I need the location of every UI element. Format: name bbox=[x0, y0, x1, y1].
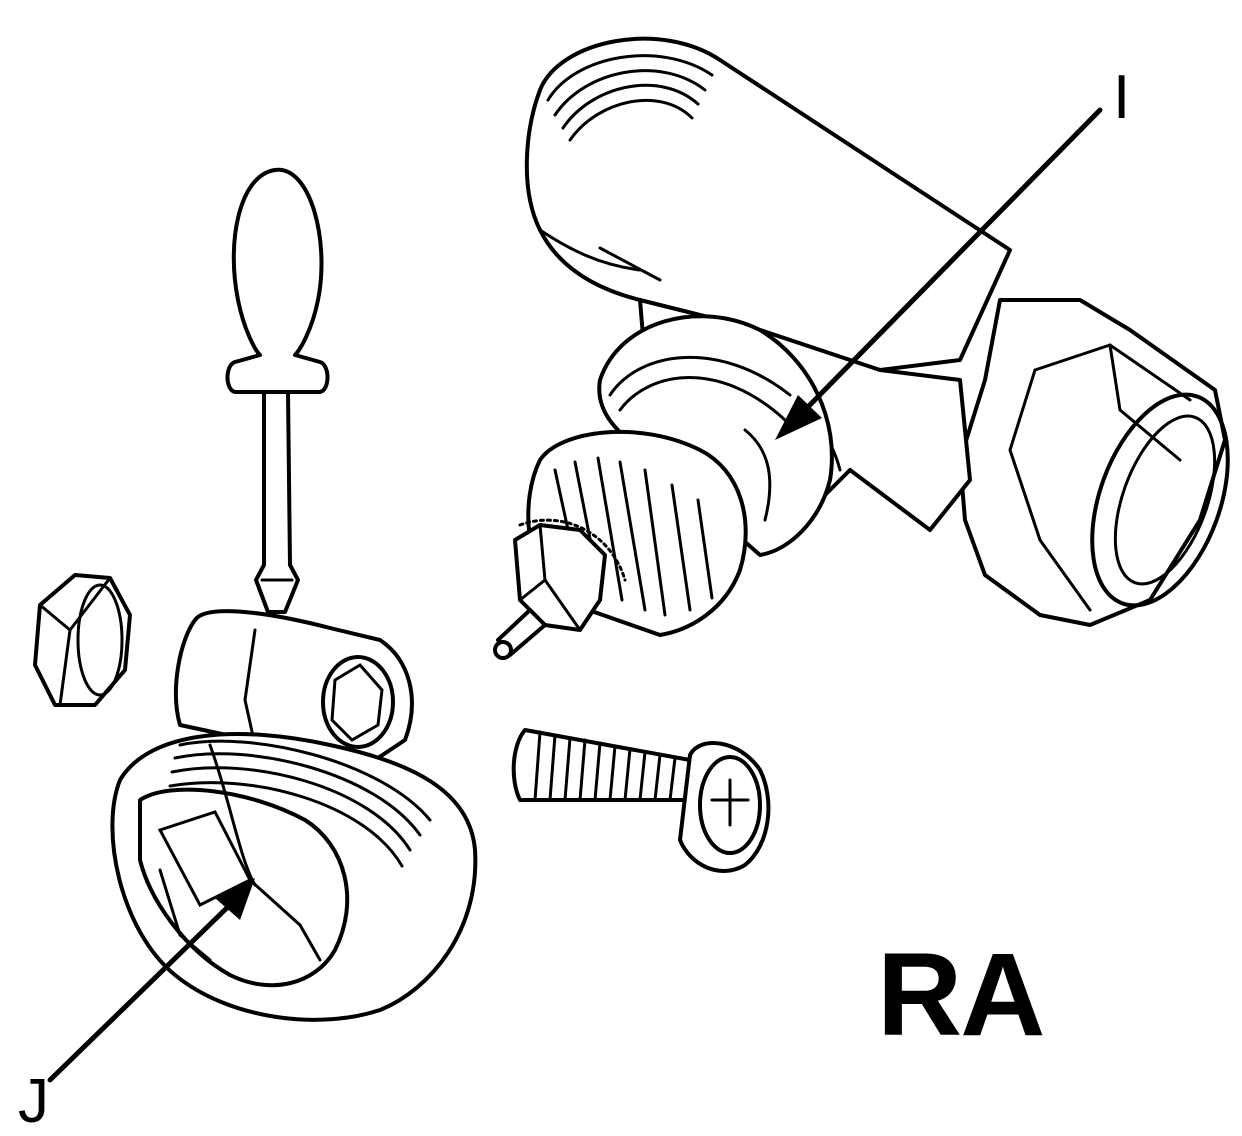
screwdriver bbox=[225, 167, 330, 614]
valve-body bbox=[493, 36, 1230, 660]
callout-j-label: J bbox=[18, 1067, 49, 1131]
callout-i-label: I bbox=[1113, 63, 1130, 132]
screw bbox=[511, 728, 771, 873]
hex-nut bbox=[33, 573, 132, 707]
callout-j-arrow bbox=[47, 878, 255, 1083]
model-label: RA bbox=[877, 929, 1043, 1061]
adapter-ring bbox=[110, 609, 478, 1022]
callout-i-arrow bbox=[775, 107, 1103, 440]
